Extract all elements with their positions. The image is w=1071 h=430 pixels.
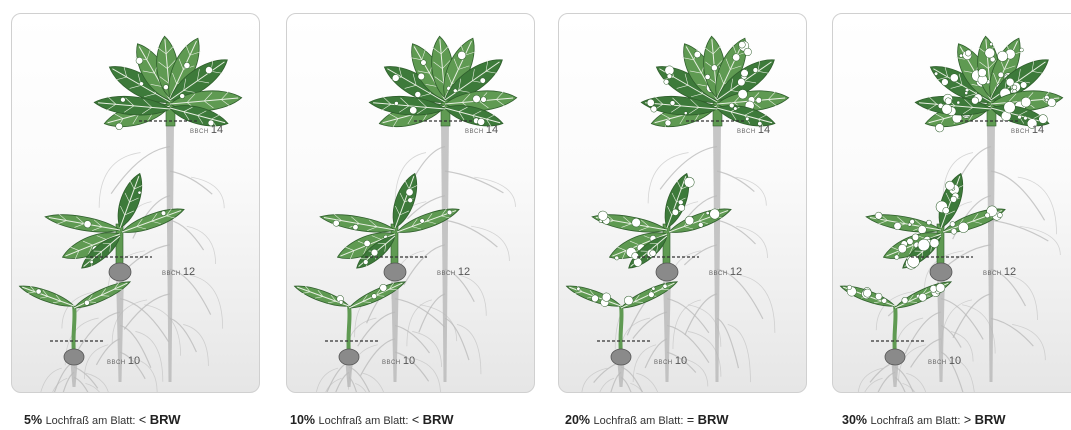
caption-10: 10% Lochfraß am Blatt: < BRW [290,412,550,427]
stage-prefix: BBCH [983,271,1004,277]
stage-prefix: BBCH [737,129,758,135]
stage-prefix: BBCH [382,360,403,366]
caption-percent: 20% [565,413,590,427]
caption-threshold: BRW [423,412,454,427]
stage-number: 12 [458,266,470,278]
caption-percent: 30% [842,413,867,427]
plant-illustration: BBCH 14BBCH 12BBCH 10 [833,14,1071,392]
damage-panel-30: BBCH 14BBCH 12BBCH 10 [832,13,1071,393]
plant-stage-14: BBCH 14 [94,34,243,382]
caption-20: 20% Lochfraß am Blatt: = BRW [565,412,825,427]
stage-number: 10 [128,355,140,367]
caption-operator: < [412,413,419,427]
caption-threshold: BRW [150,412,181,427]
caption-operator: = [687,413,694,427]
caption-operator: < [139,413,146,427]
damage-panel-20: BBCH 14BBCH 12BBCH 10 [558,13,807,393]
plant-stage-14: BBCH 14 [369,34,518,382]
stage-number: 14 [758,124,770,136]
caption-5: 5% Lochfraß am Blatt: < BRW [24,412,284,427]
stage-number: 14 [211,124,223,136]
caption-text: Lochfraß am Blatt: [319,415,409,427]
plant-illustration: BBCH 14BBCH 12BBCH 10 [12,14,259,392]
caption-30: 30% Lochfraß am Blatt: > BRW [842,412,1071,427]
stage-prefix: BBCH [1011,129,1032,135]
caption-text: Lochfraß am Blatt: [46,415,136,427]
stage-label: BBCH 10 [107,355,140,367]
stage-number: 14 [1032,124,1044,136]
caption-threshold: BRW [698,412,729,427]
caption-percent: 5% [24,413,42,427]
stage-label: BBCH 10 [928,355,961,367]
stage-label: BBCH 12 [983,266,1016,278]
damage-panel-5: BBCH 14BBCH 12BBCH 10 [11,13,260,393]
stage-prefix: BBCH [928,360,949,366]
plant-illustration: BBCH 14BBCH 12BBCH 10 [559,14,806,392]
stage-number: 12 [183,266,195,278]
stage-number: 12 [730,266,742,278]
stage-prefix: BBCH [162,271,183,277]
stage-label: BBCH 12 [162,266,195,278]
stage-prefix: BBCH [654,360,675,366]
stage-prefix: BBCH [107,360,128,366]
stage-label: BBCH 10 [382,355,415,367]
stage-prefix: BBCH [709,271,730,277]
damage-panel-10: BBCH 14BBCH 12BBCH 10 [286,13,535,393]
stage-number: 12 [1004,266,1016,278]
caption-text: Lochfraß am Blatt: [871,415,961,427]
stage-label: BBCH 12 [709,266,742,278]
stage-prefix: BBCH [190,129,211,135]
caption-percent: 10% [290,413,315,427]
stage-label: BBCH 10 [654,355,687,367]
stage-number: 10 [675,355,687,367]
stage-prefix: BBCH [465,129,486,135]
stage-prefix: BBCH [437,271,458,277]
caption-threshold: BRW [975,412,1006,427]
plant-illustration: BBCH 14BBCH 12BBCH 10 [287,14,534,392]
caption-text: Lochfraß am Blatt: [594,415,684,427]
stage-number: 10 [403,355,415,367]
caption-operator: > [964,413,971,427]
stage-number: 10 [949,355,961,367]
stage-number: 14 [486,124,498,136]
plant-stage-14: BBCH 14 [641,34,790,382]
stage-label: BBCH 12 [437,266,470,278]
